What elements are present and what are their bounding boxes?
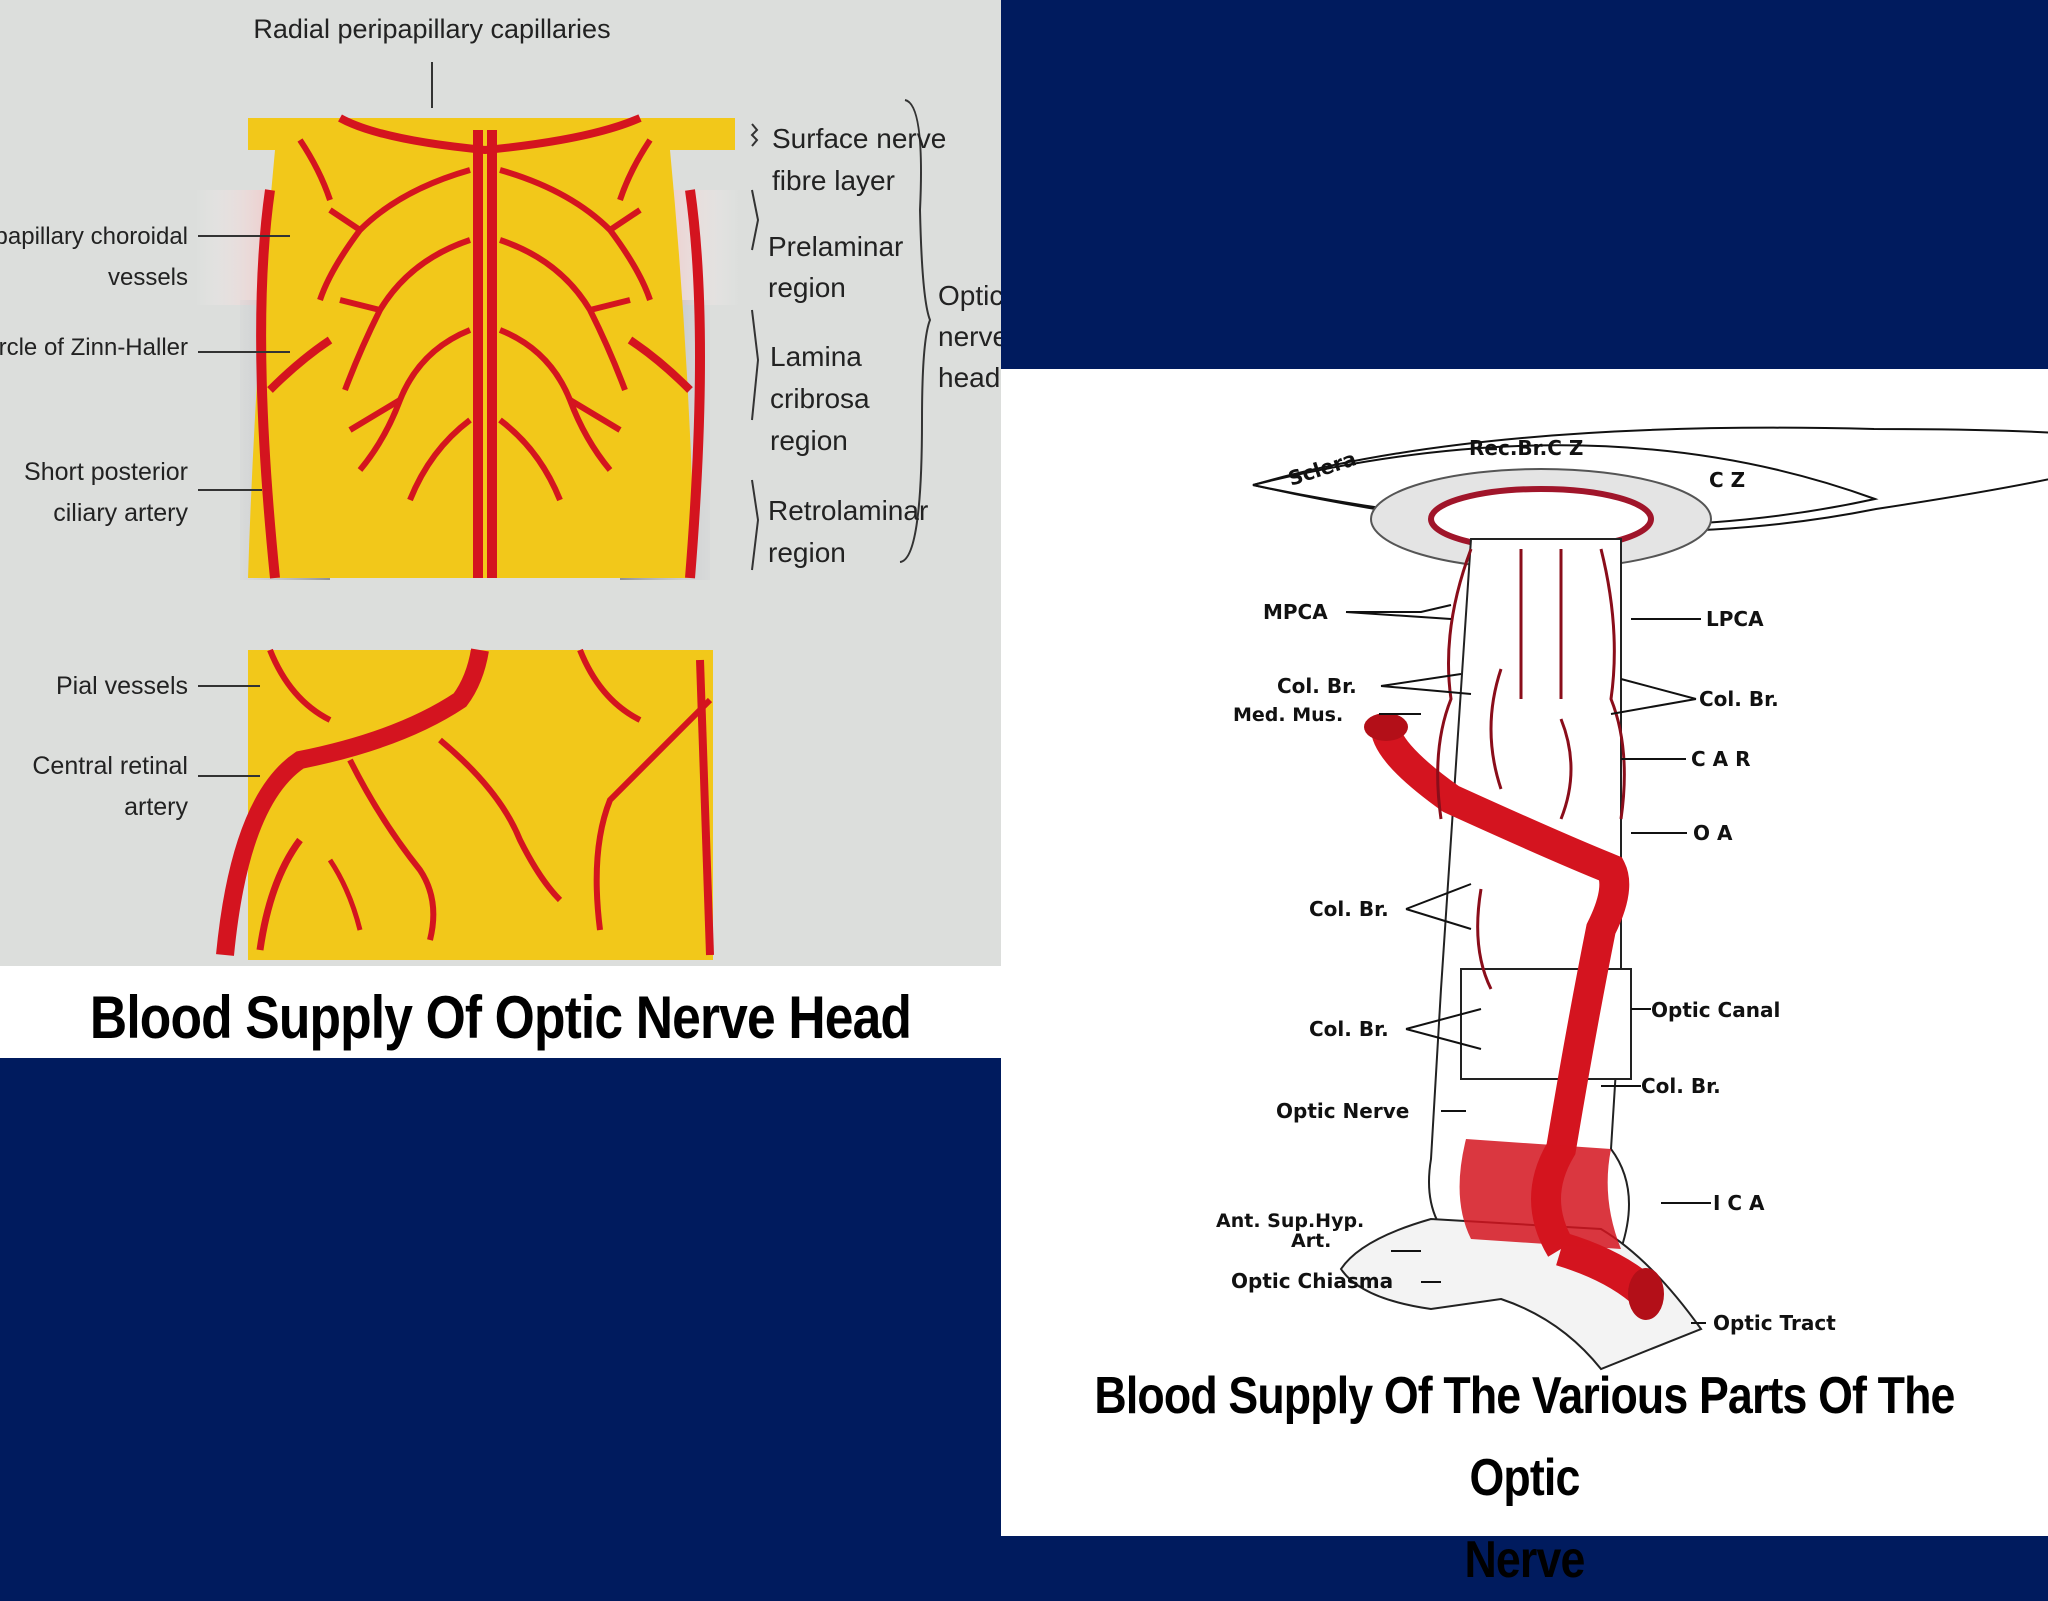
right-figure-caption: Blood Supply Of The Various Parts Of The… bbox=[1074, 1355, 1974, 1601]
label-prelaminar-1: Prelaminar bbox=[768, 231, 903, 262]
label-spca-2: ciliary artery bbox=[53, 499, 188, 527]
label-surface-nerve-2: fibre layer bbox=[772, 165, 895, 196]
label-retrolaminar-1: Retrolaminar bbox=[768, 495, 928, 526]
label-peripapillary-2: vessels bbox=[108, 264, 188, 291]
label-spca-1: Short posterior bbox=[24, 458, 188, 486]
optic-nerve-head-illustration: Radial peripapillary capillaries Surface… bbox=[0, 14, 1001, 960]
label-ant-sup-hyp-1: Ant. Sup.Hyp. bbox=[1216, 1210, 1364, 1232]
label-ica: I C A bbox=[1713, 1191, 1765, 1215]
label-mpca: MPCA bbox=[1263, 600, 1328, 624]
label-col-br-1: Col. Br. bbox=[1277, 674, 1357, 698]
label-car: C A R bbox=[1691, 747, 1750, 771]
label-ant-sup-hyp-2: Art. bbox=[1291, 1230, 1331, 1252]
label-pial-vessels: Pial vessels bbox=[56, 672, 188, 700]
label-onh-1: Optic bbox=[938, 280, 1001, 311]
label-col-br-4: Col. Br. bbox=[1309, 1017, 1389, 1041]
label-lpca: LPCA bbox=[1706, 607, 1764, 631]
label-leader-lines-right bbox=[1345, 604, 1711, 1324]
capillary-branches-lower bbox=[216, 648, 714, 956]
label-surface-nerve-1: Surface nerve bbox=[772, 123, 946, 154]
label-leader-lines bbox=[198, 62, 932, 777]
ica-lumen bbox=[1628, 1268, 1664, 1320]
label-onh-2: nerve bbox=[938, 321, 1001, 352]
label-col-br-5: Col. Br. bbox=[1641, 1074, 1721, 1098]
label-med-mus: Med. Mus. bbox=[1233, 704, 1343, 726]
optic-nerve-blood-supply-illustration: Sclera Rec.Br.C Z C Z MPCA LPCA Col. Br.… bbox=[1216, 426, 2048, 1371]
label-radial-peripapillary: Radial peripapillary capillaries bbox=[253, 14, 610, 44]
label-cz: C Z bbox=[1709, 468, 1745, 492]
capillary-branches-upper bbox=[297, 138, 653, 502]
left-figure-caption: Blood Supply Of Optic Nerve Head bbox=[89, 984, 912, 1051]
right-caption-line-1: Blood Supply Of The Various Parts Of The… bbox=[1094, 1367, 1955, 1507]
label-lamina-3: region bbox=[770, 425, 848, 456]
label-cra-2: artery bbox=[124, 793, 188, 821]
label-rec-br-cz: Rec.Br.C Z bbox=[1469, 436, 1583, 460]
label-oa: O A bbox=[1693, 821, 1733, 845]
right-figure-panel: Sclera Rec.Br.C Z C Z MPCA LPCA Col. Br.… bbox=[1001, 369, 2048, 1536]
collateral-branches bbox=[1436, 548, 1626, 990]
label-zinn-haller: Circle of Zinn-Haller bbox=[0, 334, 188, 361]
right-caption-line-2: Nerve bbox=[1464, 1531, 1585, 1589]
label-optic-tract: Optic Tract bbox=[1713, 1311, 1836, 1335]
label-optic-nerve: Optic Nerve bbox=[1276, 1099, 1409, 1123]
label-peripapillary-1: Peripapillary choroidal bbox=[0, 223, 188, 250]
label-optic-chiasma: Optic Chiasma bbox=[1231, 1269, 1393, 1293]
label-lamina-1: Lamina bbox=[770, 341, 862, 372]
optic-canal-band bbox=[1460, 968, 1632, 1080]
nerve-lower-section bbox=[248, 650, 713, 960]
label-optic-canal: Optic Canal bbox=[1651, 998, 1780, 1022]
label-retrolaminar-2: region bbox=[768, 537, 846, 568]
label-col-br-2: Col. Br. bbox=[1699, 687, 1779, 711]
label-prelaminar-2: region bbox=[768, 272, 846, 303]
label-lamina-2: cribrosa bbox=[770, 383, 870, 414]
label-onh-3: head bbox=[938, 362, 1000, 393]
label-cra-1: Central retinal bbox=[32, 752, 188, 780]
optic-nerve-head-diagram: Radial peripapillary capillaries Surface… bbox=[0, 0, 1001, 966]
label-col-br-3: Col. Br. bbox=[1309, 897, 1389, 921]
